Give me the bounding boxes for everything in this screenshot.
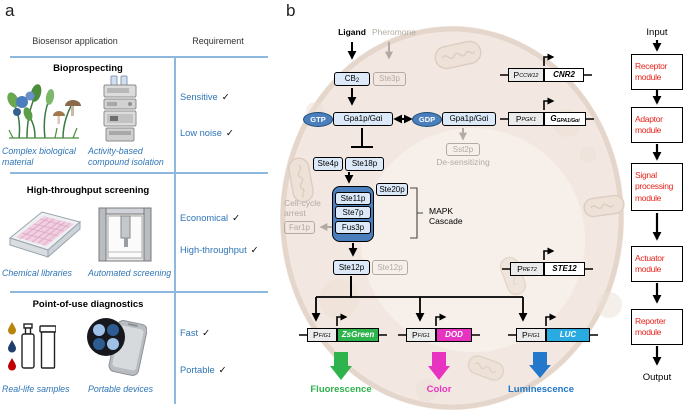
hplc-instrument-icon	[102, 75, 138, 148]
node-ste3p: Ste3p	[373, 72, 406, 86]
caption-chemical-libraries: Chemical libraries	[2, 268, 72, 278]
screening-robot-icon	[98, 205, 152, 268]
luminescence-label: Luminescence	[508, 384, 574, 395]
reporter-branch	[311, 296, 528, 322]
node-far1p: Far1p	[284, 221, 315, 234]
desensitizing-label: De-sensitizing	[436, 157, 490, 167]
table-column-divider	[174, 56, 176, 404]
portable-device-icon	[85, 314, 148, 381]
mapk-cascade-label: MAPK Cascade	[429, 206, 463, 227]
node-ste4p: Ste4p	[313, 157, 343, 171]
checkmark-icon: ✓	[221, 92, 230, 102]
transcription-arrows	[336, 53, 557, 326]
requirement-fast: Fast✓	[180, 328, 210, 338]
caption-automated-screening: Automated screening	[88, 268, 172, 278]
node-ste12p-active: Ste12p	[333, 260, 370, 275]
node-ste7p: Ste7p	[335, 206, 371, 219]
checkmark-icon: ✓	[202, 328, 210, 338]
requirement-high-throughput: High-throughput✓	[180, 245, 259, 255]
node-fus3p: Fus3p	[335, 221, 371, 234]
mapk-bracket	[410, 187, 423, 239]
fluorescence-label: Fluorescence	[310, 384, 372, 395]
section-title-bioprospecting: Bioprospecting	[53, 63, 123, 74]
input-label: Input	[646, 27, 668, 38]
node-ste20p: Ste20p	[376, 183, 408, 196]
table-header-requirement: Requirement	[192, 36, 244, 46]
requirement-low-noise: Low noise✓	[180, 128, 234, 138]
gene-dod: DOD	[436, 328, 472, 342]
node-gpa1-gdp: Gpa1p/Gαi	[442, 112, 496, 126]
receptor-module-box: Receptor module	[631, 54, 683, 90]
adaptor-module-box: Adaptor module	[631, 107, 683, 143]
panel-b-label: b	[286, 1, 296, 20]
caption-complex-biological-material: Complex biological material	[2, 146, 76, 167]
panel-a-label: a	[5, 1, 15, 20]
output-arrows	[330, 352, 551, 380]
actuator-module-box: Actuator module	[631, 246, 683, 282]
gene-zsgreen: ZsGreen	[337, 328, 379, 342]
reporter-module-box: Reporter module	[631, 309, 683, 345]
color-label: Color	[426, 384, 452, 395]
node-ste12p-inactive: Ste12p	[372, 260, 408, 275]
gtp-badge: GTP	[303, 112, 333, 127]
ligand-label: Ligand	[338, 27, 366, 37]
table-line-mid1	[10, 172, 268, 174]
signal-arrows	[344, 42, 413, 298]
node-ste11p: Ste11p	[335, 192, 371, 205]
samples-icon	[6, 320, 57, 383]
checkmark-icon: ✓	[225, 128, 234, 138]
color-arrow-icon	[428, 352, 450, 380]
caption-activity-based-compound-isolation: Activity-based compound isolation	[88, 146, 164, 167]
section-title-high-throughput-screening: High-throughput screening	[26, 185, 150, 196]
caption-portable-devices: Portable devices	[88, 384, 154, 394]
node-ste18p: Ste18p	[345, 157, 384, 171]
section-title-point-of-use-diagnostics: Point-of-use diagnostics	[32, 299, 144, 310]
table-header-application: Biosensor application	[32, 36, 118, 46]
checkmark-icon: ✓	[218, 365, 227, 375]
output-label: Output	[642, 372, 672, 383]
pheromone-label: Pheromone	[372, 27, 416, 37]
plants-icon	[5, 76, 83, 147]
requirement-economical: Economical✓	[180, 213, 240, 223]
gene-cnr2: CNR2	[544, 68, 584, 82]
signal-processing-module-box: Signal processing module	[631, 163, 683, 211]
luminescence-arrow-icon	[529, 352, 551, 378]
node-gpa1-gtp: Gpa1p/Gαi	[333, 112, 393, 126]
requirement-sensitive: Sensitive✓	[180, 92, 230, 102]
microplate-icon	[2, 200, 84, 265]
gene-ste12: STE12	[544, 262, 585, 276]
fluorescence-arrow-icon	[330, 352, 352, 380]
table-line-mid2	[10, 291, 268, 293]
dna-ticks	[299, 74, 598, 336]
gray-arrows	[319, 42, 467, 231]
node-sst2p: Sst2p	[446, 143, 480, 156]
checkmark-icon: ✓	[250, 245, 259, 255]
caption-real-life-samples: Real-life samples	[2, 384, 70, 394]
gdp-badge: GDP	[412, 112, 442, 127]
gene-luc: LUC	[546, 328, 590, 342]
table-line-top	[10, 56, 268, 58]
checkmark-icon: ✓	[232, 213, 240, 223]
requirement-portable: Portable✓	[180, 365, 227, 375]
cell-cycle-arrest-label: Cell-cycle arrest	[284, 198, 321, 219]
